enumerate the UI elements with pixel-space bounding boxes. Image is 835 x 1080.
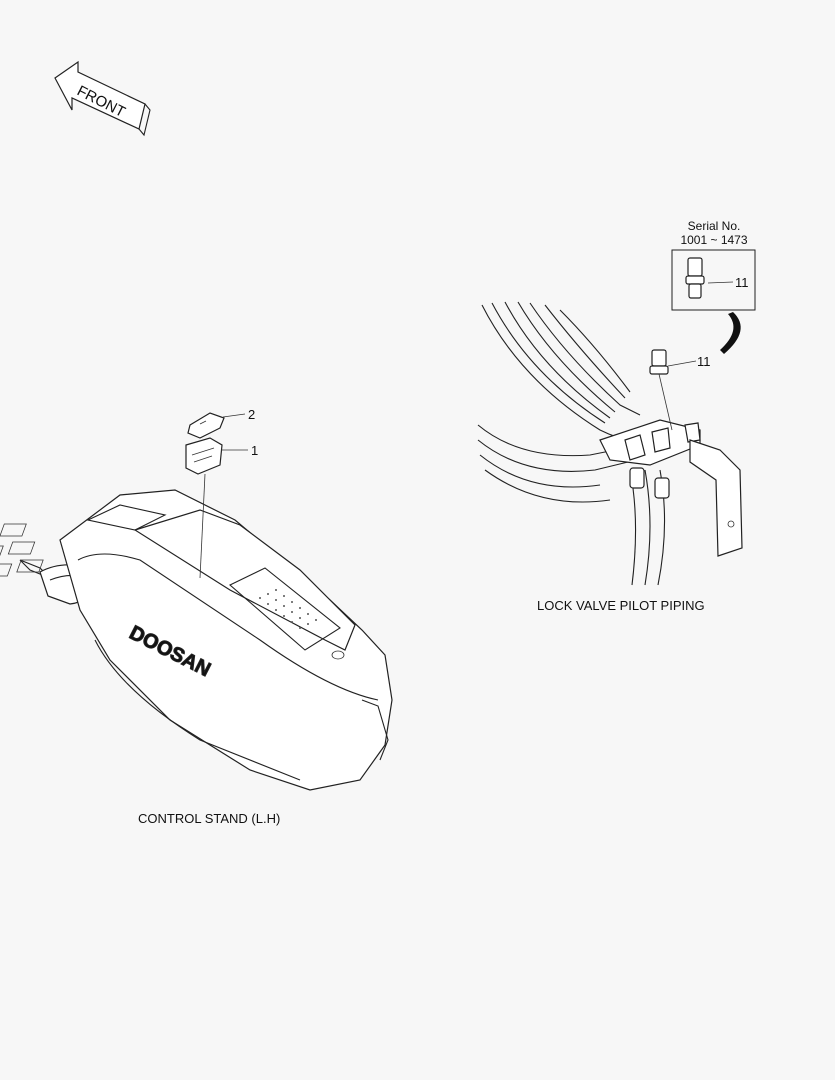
callout-knob: 2 bbox=[248, 407, 255, 422]
callout-switch: 1 bbox=[251, 443, 258, 458]
front-arrow: FRONT bbox=[54, 60, 151, 137]
serial-title: Serial No. bbox=[687, 219, 741, 233]
knob-part bbox=[187, 412, 225, 439]
lock-valve-drawing bbox=[477, 301, 743, 586]
serial-detail: 11 bbox=[671, 249, 756, 354]
serial-range: 1001 ~ 1473 bbox=[680, 233, 748, 247]
callout-installed-sensor: 11 bbox=[697, 354, 711, 369]
control-stand-drawing: DOOSAN bbox=[0, 489, 393, 791]
lock-valve-caption: LOCK VALVE PILOT PIPING bbox=[537, 598, 705, 613]
callout-detail-sensor: 11 bbox=[735, 275, 749, 290]
switch-part bbox=[185, 437, 223, 475]
switch-panel bbox=[0, 523, 44, 577]
tray-dots bbox=[259, 589, 317, 629]
detail-frame bbox=[671, 249, 756, 311]
control-stand-caption: CONTROL STAND (L.H) bbox=[138, 811, 281, 826]
